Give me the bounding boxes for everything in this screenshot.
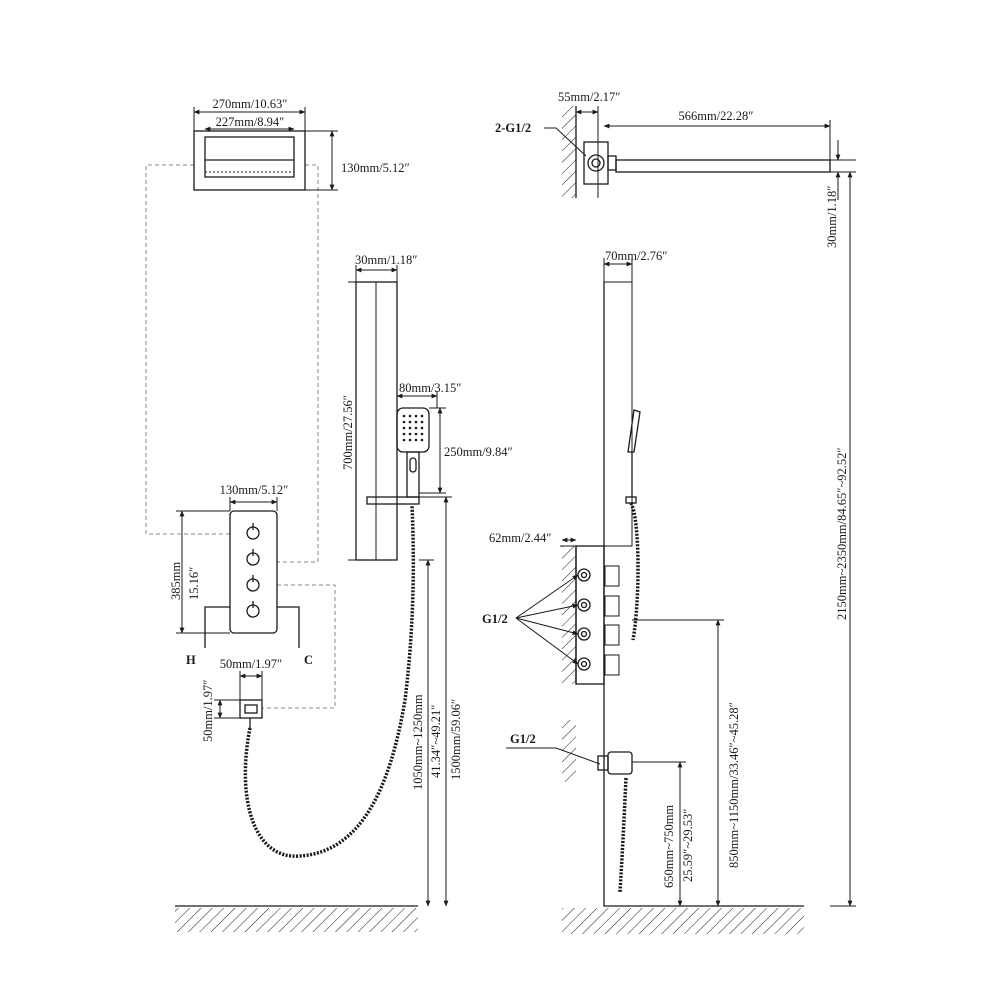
outlet-height-dimension: 50mm/1.97″ [201,680,240,743]
valve-outlets-callout: G1/2 [482,574,579,665]
valve-height-range-dimension: 850mm~1150mm/33.46″~45.28″ [632,619,741,907]
hand-shower-side [625,409,641,641]
hand-shower-nozzles [402,414,424,442]
valve-knob [246,549,260,566]
thermostatic-valve [229,510,278,634]
bar-offset-label: 70mm/2.76″ [605,249,668,263]
valve-width-dimension: 130mm/5.12″ [220,483,289,511]
bar-offset-dimension: 70mm/2.76″ [603,249,668,282]
elbow-height-range-dimension: 650mm~750mm 25.59″~29.53″ [662,761,695,907]
right-side-view: 2-G1/2 55mm/2.17″ 566mm/22.28″ 30mm/1.18… [482,90,856,934]
bar-height-range-in-label: 41.34″~49.21″ [429,705,443,778]
outlet-width-dimension: 50mm/1.97″ [220,657,283,700]
valve-outlet [577,627,591,641]
bar-length-label: 700mm/27.56″ [341,395,355,470]
right-floor [562,282,804,934]
head-width-outer-dimension: 270mm/10.63″ [193,97,306,131]
valve-side [575,545,620,685]
handheld-length-label: 250mm/9.84″ [444,445,513,459]
bar-width-dimension: 30mm/1.18″ [355,253,418,282]
head-thickness-dimension: 30mm/1.18″ [825,140,856,248]
handheld-width-label: 80mm/3.15″ [399,381,462,395]
hose-length-label: 1500mm/59.06″ [449,699,463,780]
elbow-callout: G1/2 [506,732,601,765]
valve-height-range-label: 850mm~1150mm/33.46″~45.28″ [727,702,741,868]
rain-shower-head [193,130,306,191]
wall-section [562,106,633,782]
valve-knob [246,601,260,618]
hand-shower [396,407,430,498]
elbow-height-range-in-label: 25.59″~29.53″ [681,809,695,882]
head-height-range-label: 2150mm~2350mm/84.65″~92.52″ [835,447,849,620]
hot-cold-inlets: H C [186,606,313,667]
wall-offset-label: 55mm/2.17″ [558,90,621,104]
valve-height-dimension: 385mm 15.16″ [169,510,230,634]
outlet-height-label: 50mm/1.97″ [201,680,215,743]
bar-height-range-mm-label: 1050mm~1250mm [411,694,425,790]
cold-label: C [304,653,313,667]
valve-width-label: 130mm/5.12″ [220,483,289,497]
wall-inlet-box [583,141,609,185]
bar-width-label: 30mm/1.18″ [355,253,418,267]
handheld-width-dimension: 80mm/3.15″ [396,381,462,408]
bar-height-range-dimension: 1050mm~1250mm 41.34″~49.21″ [411,559,443,907]
hose-length-dimension: 1500mm/59.06″ [419,496,463,907]
head-width-inner-dimension: 227mm/8.94″ [204,115,295,132]
head-thickness-label: 30mm/1.18″ [825,186,839,249]
head-depth-dimension: 130mm/5.12″ [305,130,410,191]
left-floor [175,905,418,932]
head-height-range-dimension: 2150mm~2350mm/84.65″~92.52″ [830,171,856,907]
valve-depth-label: 62mm/2.44″ [489,531,552,545]
arm-inlet-callout: 2-G1/2 [495,121,587,157]
concealed-pipe-outline [145,164,336,709]
valve-outlet [577,657,591,671]
hot-label: H [186,653,196,667]
valve-outlet [577,568,591,582]
outlet-width-label: 50mm/1.97″ [220,657,283,671]
handheld-length-dimension: 250mm/9.84″ [419,407,513,494]
valve-outlet [577,598,591,612]
wall-offset-dimension: 55mm/2.17″ [558,90,621,118]
valve-height-in-label: 15.16″ [187,567,201,600]
elbow-height-range-mm-label: 650mm~750mm [662,805,676,888]
head-depth-label: 130mm/5.12″ [341,161,410,175]
shower-hose [243,504,416,858]
valve-height-mm-label: 385mm [169,562,183,600]
valve-depth-dimension: 62mm/2.44″ [489,531,604,547]
wall-outlet [239,699,263,728]
shower-arm [607,155,831,173]
arm-length-dimension: 566mm/22.28″ [603,109,831,160]
head-width-outer-label: 270mm/10.63″ [213,97,288,111]
left-front-view: 270mm/10.63″ 227mm/8.94″ 130mm/5.12″ 30m… [145,97,513,932]
bar-length-dimension: 700mm/27.56″ [341,281,356,561]
valve-knob [246,575,260,592]
arm-length-label: 566mm/22.28″ [679,109,754,123]
arm-inlet-label: 2-G1/2 [495,121,531,135]
elbow-label: G1/2 [510,732,536,746]
head-width-inner-label: 227mm/8.94″ [216,115,285,129]
valve-outlets-label: G1/2 [482,612,508,626]
valve-knob [246,523,260,540]
